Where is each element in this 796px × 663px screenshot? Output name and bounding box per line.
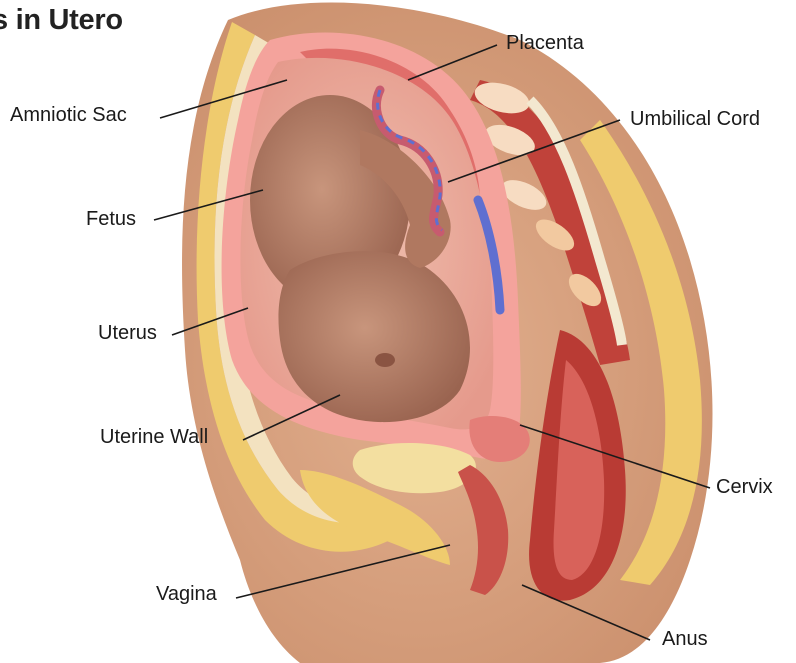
label-placenta: Placenta — [506, 32, 584, 55]
label-anus: Anus — [662, 628, 708, 651]
label-vagina: Vagina — [156, 583, 217, 606]
page-title: s in Utero — [0, 4, 123, 37]
label-uterus: Uterus — [98, 322, 157, 345]
label-cervix: Cervix — [716, 476, 773, 499]
fetus-navel — [375, 353, 395, 367]
label-amniotic-sac: Amniotic Sac — [10, 104, 127, 127]
label-umbilical-cord: Umbilical Cord — [630, 108, 760, 131]
label-fetus: Fetus — [86, 208, 136, 231]
label-uterine-wall: Uterine Wall — [100, 426, 208, 449]
